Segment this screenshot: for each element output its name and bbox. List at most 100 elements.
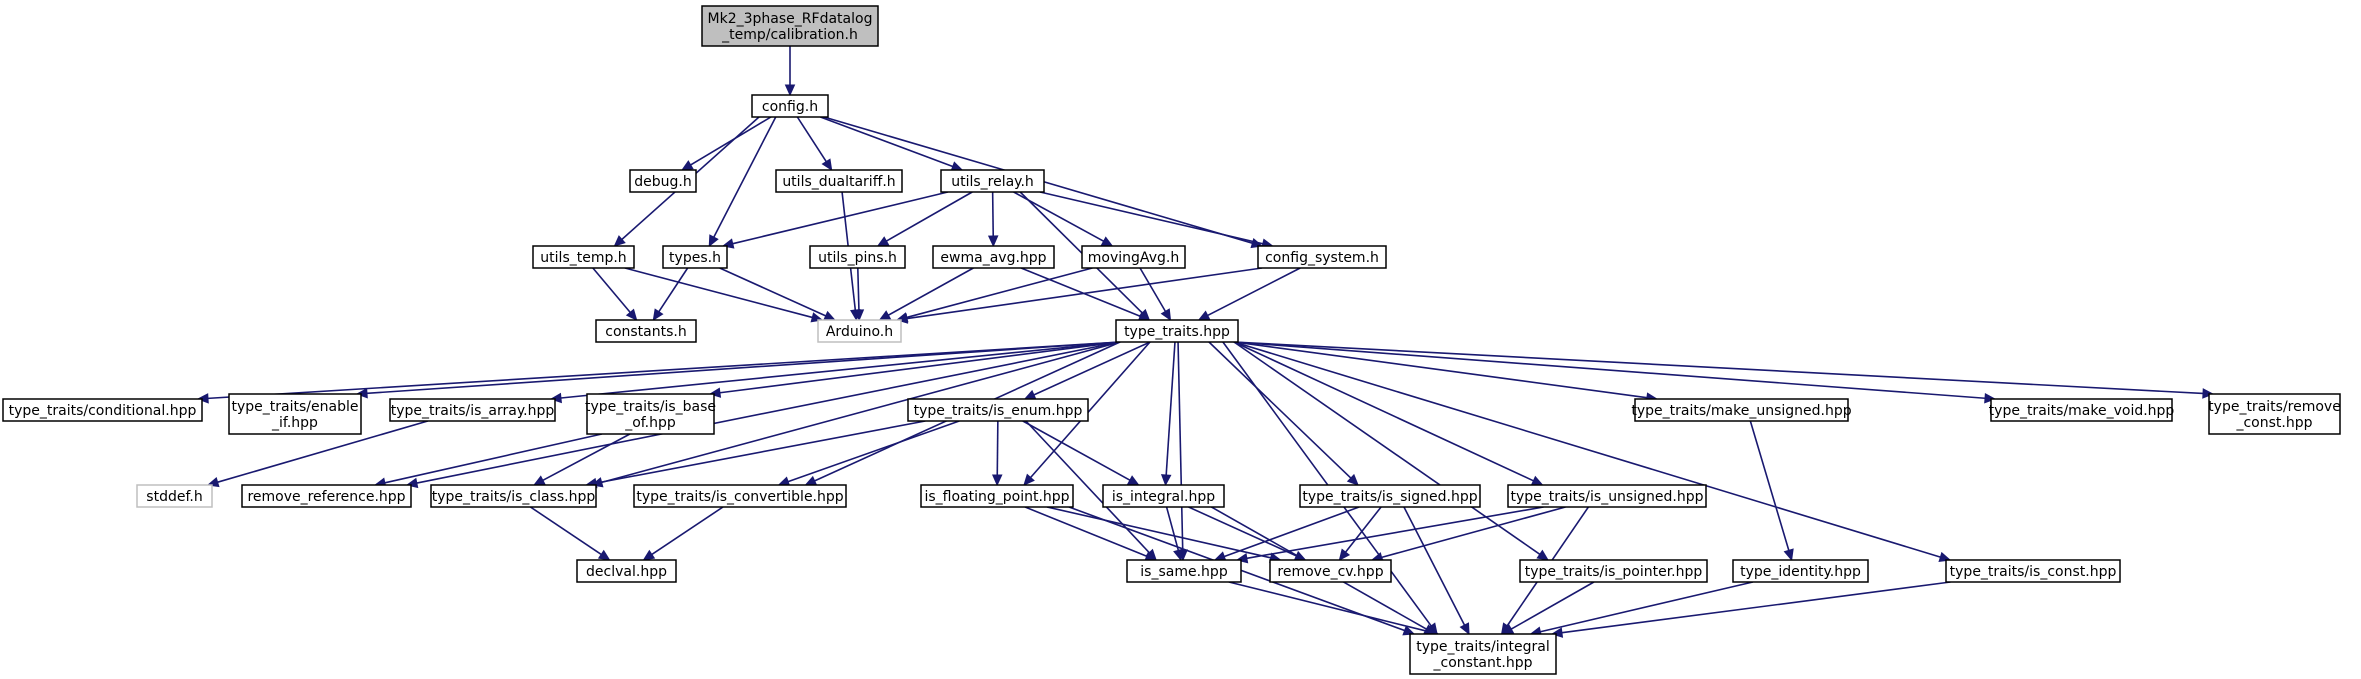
node-label: _constant.hpp (1433, 655, 1533, 671)
edge-arrowhead (1402, 625, 1416, 636)
edge-config-to-debug (681, 116, 772, 171)
node-isbase[interactable]: type_traits/is_base_of.hpp (585, 393, 716, 435)
edge-line (1019, 191, 1143, 314)
edge-tt-to-isbase (708, 341, 1121, 398)
node-moving[interactable]: movingAvg.h (1081, 245, 1186, 269)
node-box (775, 169, 903, 193)
node-udual[interactable]: utils_dualtariff.h (775, 169, 903, 193)
node-utemp[interactable]: utils_temp.h (532, 245, 635, 269)
node-typeid[interactable]: type_identity.hpp (1732, 559, 1869, 583)
node-config[interactable]: config.h (751, 94, 829, 118)
node-box (1990, 398, 2173, 422)
node-box (701, 5, 879, 47)
edge-line (996, 420, 999, 476)
edge-line (820, 116, 954, 168)
node-isclass[interactable]: type_traits/is_class.hpp (430, 484, 597, 508)
node-cond[interactable]: type_traits/conditional.hpp (2, 398, 203, 422)
node-urelay[interactable]: utils_relay.h (940, 169, 1045, 193)
node-removecv[interactable]: remove_cv.hpp (1269, 559, 1392, 583)
edge-arrowhead (1160, 308, 1172, 322)
node-makevoid[interactable]: type_traits/make_void.hpp (1989, 398, 2175, 422)
edge-arrowhead (821, 158, 833, 172)
edge-line (1165, 506, 1180, 551)
edge-line (207, 341, 1121, 400)
node-issame[interactable]: is_same.hpp (1126, 559, 1242, 583)
edge-tt-to-isarray (549, 341, 1121, 404)
node-box (1409, 633, 1557, 675)
node-box (1519, 559, 1708, 583)
node-issigned[interactable]: type_traits/is_signed.hpp (1299, 484, 1481, 508)
edge-arrowhead (1126, 475, 1140, 486)
edge-calib-to-config (784, 45, 796, 97)
node-box (1102, 484, 1225, 508)
node-makeuns[interactable]: type_traits/make_unsigned.hpp (1631, 398, 1852, 422)
edge-arrowhead (708, 234, 719, 248)
edge-arrowhead (597, 549, 611, 561)
node-upins[interactable]: utils_pins.h (809, 245, 906, 269)
node-label: type_traits/is_pointer.hpp (1525, 564, 1703, 580)
node-stddef[interactable]: stddef.h (136, 484, 213, 508)
node-box (241, 484, 412, 508)
node-removeref[interactable]: remove_reference.hpp (241, 484, 412, 508)
edge-tt-to-ispointer (1233, 341, 1550, 561)
node-isunsigned[interactable]: type_traits/is_unsigned.hpp (1507, 484, 1707, 508)
edge-isclass-to-declval (530, 506, 611, 561)
node-label: _if.hpp (271, 415, 318, 431)
node-label: _const.hpp (2235, 415, 2312, 431)
node-intconst[interactable]: type_traits/integral_constant.hpp (1409, 633, 1557, 675)
node-isenum[interactable]: type_traits/is_enum.hpp (907, 398, 1089, 422)
node-declval[interactable]: declval.hpp (576, 559, 677, 583)
edge-arrowhead (1536, 549, 1550, 561)
node-types[interactable]: types.h (662, 245, 728, 269)
node-box (1269, 559, 1392, 583)
edge-issigned-to-removecv (1338, 506, 1382, 561)
edge-tt-to-issame (1177, 341, 1188, 562)
edge-isunsigned-to-issame (1235, 506, 1544, 564)
node-label: ewma_avg.hpp (940, 250, 1046, 266)
edge-line (1177, 341, 1184, 551)
edge-typeid-to-intconst (1529, 581, 1754, 637)
edge-urelay-to-upins (876, 191, 973, 247)
node-label: type_traits/is_signed.hpp (1302, 489, 1477, 505)
node-label: utils_temp.h (540, 250, 626, 266)
node-enableif[interactable]: type_traits/enable_if.hpp (228, 393, 362, 435)
node-box (907, 398, 1089, 422)
edge-arrowhead (804, 475, 818, 486)
node-ispointer[interactable]: type_traits/is_pointer.hpp (1519, 559, 1708, 583)
node-isconst[interactable]: type_traits/is_const.hpp (1945, 559, 2121, 583)
node-label: Arduino.h (826, 324, 893, 340)
edge-tt-to-isint (1160, 341, 1176, 487)
edge-ewma-to-tt (1020, 267, 1151, 321)
node-box (532, 245, 635, 269)
edge-line (560, 341, 1121, 399)
node-arduino[interactable]: Arduino.h (817, 319, 902, 343)
node-constants[interactable]: constants.h (595, 319, 697, 343)
node-isarray[interactable]: type_traits/is_array.hpp (389, 398, 556, 422)
node-isint[interactable]: is_integral.hpp (1102, 484, 1225, 508)
edge-line (1540, 581, 1754, 633)
node-box (633, 484, 847, 508)
edge-arrowhead (2202, 388, 2215, 399)
edge-arrowhead (1173, 548, 1184, 562)
node-label: is_same.hpp (1140, 564, 1228, 580)
edge-types-to-constants (652, 267, 689, 322)
edge-moving-to-tt (1139, 267, 1172, 322)
node-label: is_floating_point.hpp (924, 489, 1069, 505)
edge-line (1233, 341, 2204, 395)
edge-arrowhead (1530, 475, 1544, 486)
edge-line (1165, 341, 1176, 476)
node-isfloat[interactable]: is_floating_point.hpp (920, 484, 1074, 508)
node-isconv[interactable]: type_traits/is_convertible.hpp (633, 484, 847, 508)
node-label: type_traits/is_class.hpp (432, 489, 596, 505)
node-box (1732, 559, 1869, 583)
edge-isbase-to-isclass (532, 433, 631, 486)
node-box (1081, 245, 1186, 269)
node-calib[interactable]: Mk2_3phase_RFdatalog_temp/calibration.h (701, 5, 879, 47)
edge-arrowhead (1459, 622, 1470, 636)
node-removeconst[interactable]: type_traits/remove_const.hpp (2208, 393, 2341, 435)
node-csys[interactable]: config_system.h (1257, 245, 1387, 269)
node-ewma[interactable]: ewma_avg.hpp (932, 245, 1055, 269)
node-debug[interactable]: debug.h (629, 169, 697, 193)
node-tt[interactable]: type_traits.hpp (1115, 319, 1239, 343)
node-label: config_system.h (1265, 250, 1379, 266)
